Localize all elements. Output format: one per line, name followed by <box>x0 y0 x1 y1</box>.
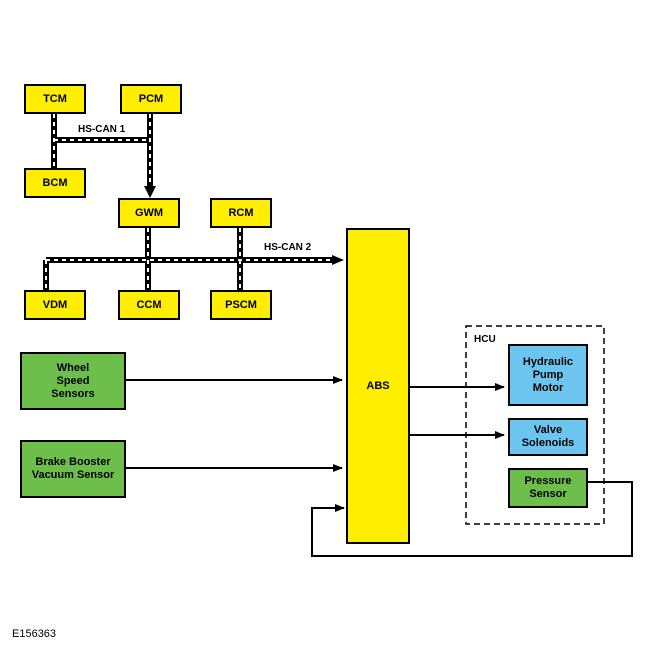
pressure-sensor-box: Pressure Sensor <box>508 468 588 508</box>
pscm-module: PSCM <box>210 290 272 320</box>
tcm-module: TCM <box>24 84 86 114</box>
hydraulic-pump-motor-box: Hydraulic Pump Motor <box>508 344 588 406</box>
hs-can-2-bus <box>43 228 344 290</box>
ccm-module: CCM <box>118 290 180 320</box>
hcu-label: HCU <box>474 334 496 345</box>
hs-can-1-bus <box>51 114 156 198</box>
can2-arrow <box>332 255 344 265</box>
pcm-module: PCM <box>120 84 182 114</box>
rcm-module: RCM <box>210 198 272 228</box>
pressure-feedback-line <box>311 481 633 557</box>
figure-id: E156363 <box>12 628 57 640</box>
can1-arrow <box>144 186 156 198</box>
bcm-module: BCM <box>24 168 86 198</box>
valve-solenoids-box: Valve Solenoids <box>508 418 588 456</box>
vdm-module: VDM <box>24 290 86 320</box>
gwm-module: GWM <box>118 198 180 228</box>
brake-booster-sensor-box: Brake Booster Vacuum Sensor <box>20 440 126 498</box>
hcu-boundary <box>465 325 605 525</box>
wheel-speed-sensors-box: Wheel Speed Sensors <box>20 352 126 410</box>
hs-can-1-label: HS-CAN 1 <box>78 124 126 135</box>
hs-can-2-label: HS-CAN 2 <box>264 242 312 253</box>
abs-module: ABS <box>346 228 410 544</box>
